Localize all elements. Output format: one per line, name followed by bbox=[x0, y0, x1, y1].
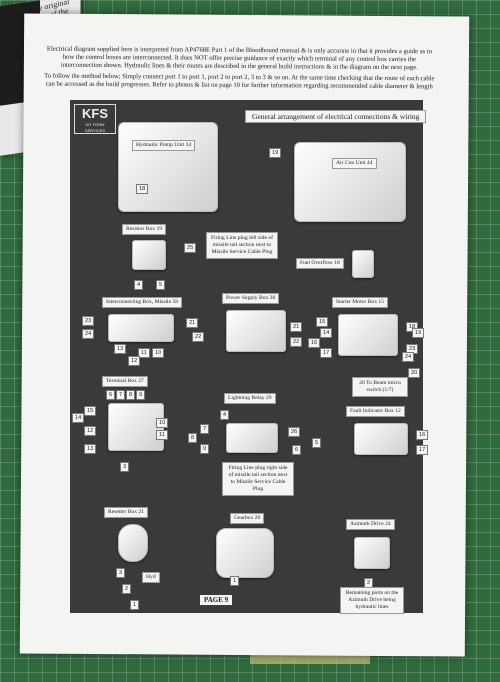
port-lightning-6: 6 bbox=[292, 445, 302, 455]
port-lightning-9: 9 bbox=[200, 444, 210, 454]
azimuth-drive-part bbox=[354, 537, 390, 569]
port-ic-23: 23 bbox=[82, 316, 95, 326]
port-starter-16: 16 bbox=[308, 338, 321, 348]
kfs-logo: KFS KIT FORM SERVICES bbox=[74, 104, 116, 134]
port-starter-20: 20 bbox=[408, 368, 421, 378]
note-firing-left: Firing Line plug left side of missile ta… bbox=[206, 232, 278, 259]
port-terminal-11: 11 bbox=[156, 430, 168, 440]
port-starter-15: 15 bbox=[316, 317, 329, 327]
port-resistor-5: 5 bbox=[156, 280, 166, 290]
hydraulic-pump-part bbox=[118, 122, 218, 212]
label-resistor-box: Resistor Box 19 bbox=[122, 224, 167, 235]
logo-mark: KFS bbox=[82, 106, 108, 121]
port-starter-17: 17 bbox=[320, 348, 333, 358]
lightning-relay-part bbox=[226, 423, 278, 453]
port-resistor-4: 4 bbox=[134, 280, 144, 290]
port-starter-14: 14 bbox=[320, 328, 333, 338]
port-resetter-2: 2 bbox=[122, 584, 132, 594]
port-ic-22: 22 bbox=[192, 332, 205, 342]
port-terminal-13: 13 bbox=[84, 444, 97, 454]
label-fault-indicator-box: Fault Indicator Box 12 bbox=[346, 406, 405, 417]
note-azimuth-ports: Remaining ports on the Azimuth Drive bei… bbox=[340, 587, 404, 614]
port-fault-17: 17 bbox=[416, 445, 429, 455]
label-hyd: Hyd bbox=[142, 572, 160, 583]
label-starter-motor-box: Starter Motor Box 15 bbox=[332, 297, 389, 308]
interconnecting-box-part bbox=[108, 314, 174, 342]
port-psu-22: 22 bbox=[290, 337, 303, 347]
diagram-title: General arrangement of electrical connec… bbox=[245, 110, 427, 123]
label-air-con: Air Con Unit 44 bbox=[332, 158, 377, 169]
port-ic-12: 12 bbox=[128, 356, 141, 366]
port-terminal-3: 3 bbox=[120, 462, 130, 472]
port-lightning-7: 7 bbox=[200, 424, 210, 434]
page-number: PAGE 9 bbox=[200, 595, 233, 605]
label-fuel-overflow: Fuel Overflow 18 bbox=[296, 258, 344, 269]
label-terminal-box: Terminal Box 27 bbox=[102, 376, 148, 387]
label-lightning-relay: Lightning Relay 29 bbox=[224, 393, 276, 404]
port-terminal-10: 10 bbox=[156, 418, 169, 428]
port-terminal-9: 9 bbox=[136, 390, 146, 400]
port-resetter-1: 1 bbox=[130, 600, 140, 610]
port-starter-19: 19 bbox=[412, 328, 425, 338]
port-terminal-6: 6 bbox=[106, 390, 116, 400]
note-firing-right: Firing Line plug right side of missile t… bbox=[222, 462, 294, 496]
port-terminal-15: 15 bbox=[84, 406, 97, 416]
port-resistor-25: 25 bbox=[184, 243, 197, 253]
port-lightning-8: 8 bbox=[188, 433, 198, 443]
resistor-box-part bbox=[132, 240, 166, 270]
port-ic-13: 13 bbox=[114, 344, 127, 354]
port-psu-21: 21 bbox=[290, 322, 303, 332]
fuel-overflow-part bbox=[352, 250, 374, 278]
label-hydraulic-pump: Hydraulic Pump Unit 34 bbox=[132, 140, 196, 151]
port-terminal-12: 12 bbox=[84, 426, 97, 436]
label-azimuth-drive: Azimuth Drive 24 bbox=[346, 519, 395, 530]
port-fault-16: 16 bbox=[416, 430, 429, 440]
starter-motor-box-part bbox=[338, 314, 398, 356]
port-starter-24: 24 bbox=[402, 352, 415, 362]
gearbox-part bbox=[216, 528, 274, 578]
label-resetter-box: Resetter Box 21 bbox=[104, 507, 149, 518]
port-ic-11: 11 bbox=[138, 348, 150, 358]
diagram-panel: KFS KIT FORM SERVICES General arrangemen… bbox=[70, 100, 429, 614]
label-gearbox: Gearbox 20 bbox=[230, 513, 265, 524]
port-lightning-26: 26 bbox=[288, 427, 301, 437]
port-lightning-4: 4 bbox=[220, 410, 230, 420]
port-ic-24: 24 bbox=[82, 329, 95, 339]
port-terminal-8: 8 bbox=[126, 390, 136, 400]
port-gearbox-1: 1 bbox=[230, 576, 240, 586]
port-aircon-19: 19 bbox=[269, 148, 282, 158]
port-terminal-14: 14 bbox=[72, 413, 85, 423]
resetter-box-part bbox=[118, 524, 148, 562]
port-resetter-3: 3 bbox=[116, 568, 126, 578]
intro-paragraph-2: To follow the method below; Simply conne… bbox=[44, 72, 435, 91]
label-interconnecting-box: Interconnecting Box, Missile 58 bbox=[102, 297, 183, 308]
power-supply-box-part bbox=[226, 310, 286, 352]
port-terminal-7: 7 bbox=[116, 390, 126, 400]
note-beam-switch: 20 To Beam micro switch (1/7) bbox=[352, 377, 408, 397]
port-ic-10: 10 bbox=[152, 348, 165, 358]
intro-paragraph-1: Electrical diagram supplied here is inte… bbox=[46, 45, 433, 72]
port-ic-21: 21 bbox=[186, 318, 199, 328]
intro-text: Electrical diagram supplied here is inte… bbox=[42, 46, 437, 94]
label-power-supply-box: Power Supply Box 30 bbox=[222, 293, 280, 304]
logo-subtitle: KIT FORM SERVICES bbox=[84, 122, 106, 133]
port-pump-18: 18 bbox=[136, 184, 149, 194]
air-con-part bbox=[294, 142, 406, 222]
port-lightning-5: 5 bbox=[312, 438, 322, 448]
fault-indicator-box-part bbox=[354, 423, 408, 455]
